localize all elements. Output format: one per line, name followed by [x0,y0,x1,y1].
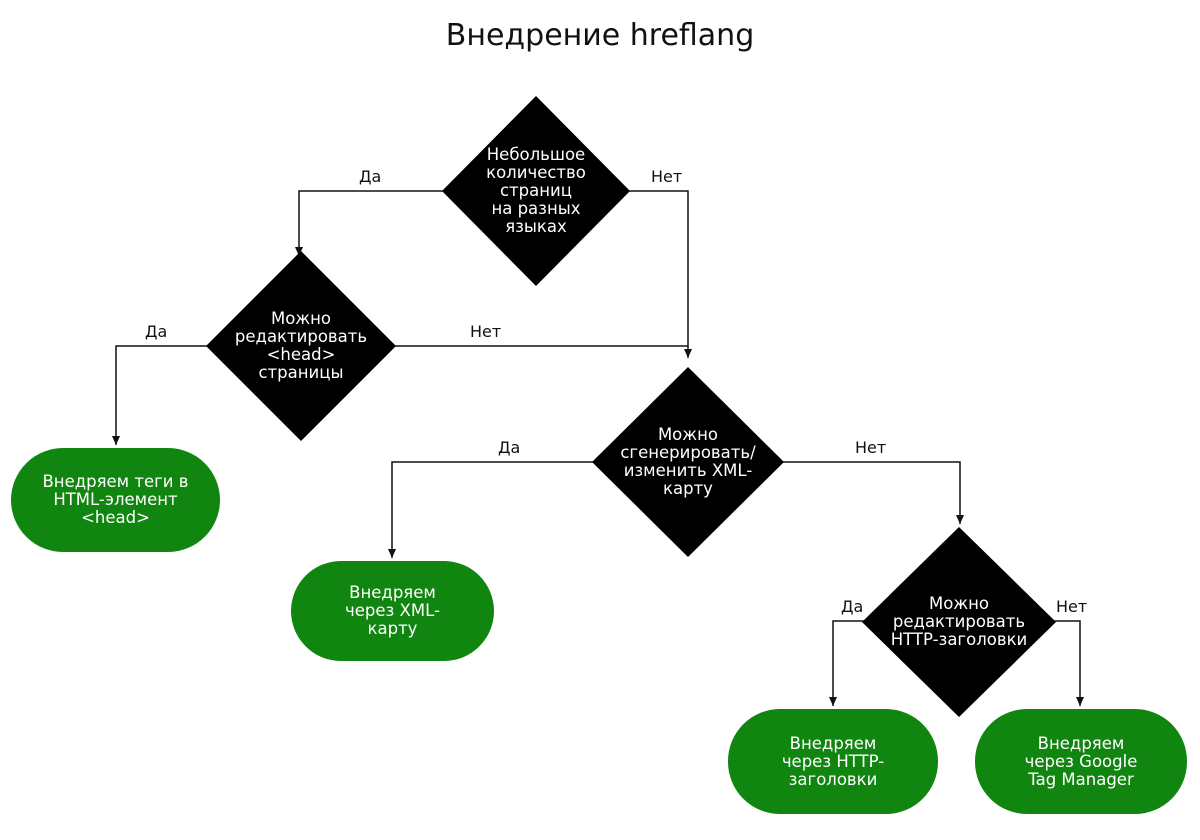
connector-xml-no [782,461,964,524]
decision-xml-sitemap: Можно сгенерировать/ изменить XML- карту [592,367,784,557]
label-no-few-pages: Нет [651,167,683,186]
label-yes-few-pages: Да [359,167,382,186]
decision-http-headers: Можно редактировать HTTP-заголовки [862,527,1056,717]
decision-few-pages-text: Небольшое количество страниц на разных я… [486,145,586,236]
label-yes-http: Да [841,597,864,616]
connector-xml-yes [388,461,594,558]
outcome-head-tags: Внедряем теги в HTML-элемент <head> [11,448,220,552]
connector-few-pages-yes [295,190,444,256]
outcome-via-gtm: Внедряем через Google Tag Manager [975,709,1187,814]
decision-few-pages: Небольшое количество страниц на разных я… [442,96,630,286]
connector-edit-head-yes [112,345,208,445]
decision-edit-head: Можно редактировать <head> страницы [206,251,396,441]
diagram-title: Внедрение hreflang [445,18,755,53]
label-yes-xml: Да [498,438,521,457]
connector-http-no [1054,620,1084,706]
outcome-via-http: Внедряем через HTTP- заголовки [728,709,938,814]
label-yes-edit-head: Да [145,322,168,341]
label-no-http: Нет [1056,597,1088,616]
decision-xml-sitemap-text: Можно сгенерировать/ изменить XML- карту [620,425,756,498]
label-no-xml: Нет [855,438,887,457]
outcome-via-xml: Внедряем через XML- карту [291,561,494,661]
label-no-edit-head: Нет [470,322,502,341]
connector-http-yes [829,620,864,706]
decision-http-headers-text: Можно редактировать HTTP-заголовки [890,594,1028,649]
connector-few-pages-no [628,190,692,358]
decision-edit-head-text: Можно редактировать <head> страницы [234,309,368,382]
